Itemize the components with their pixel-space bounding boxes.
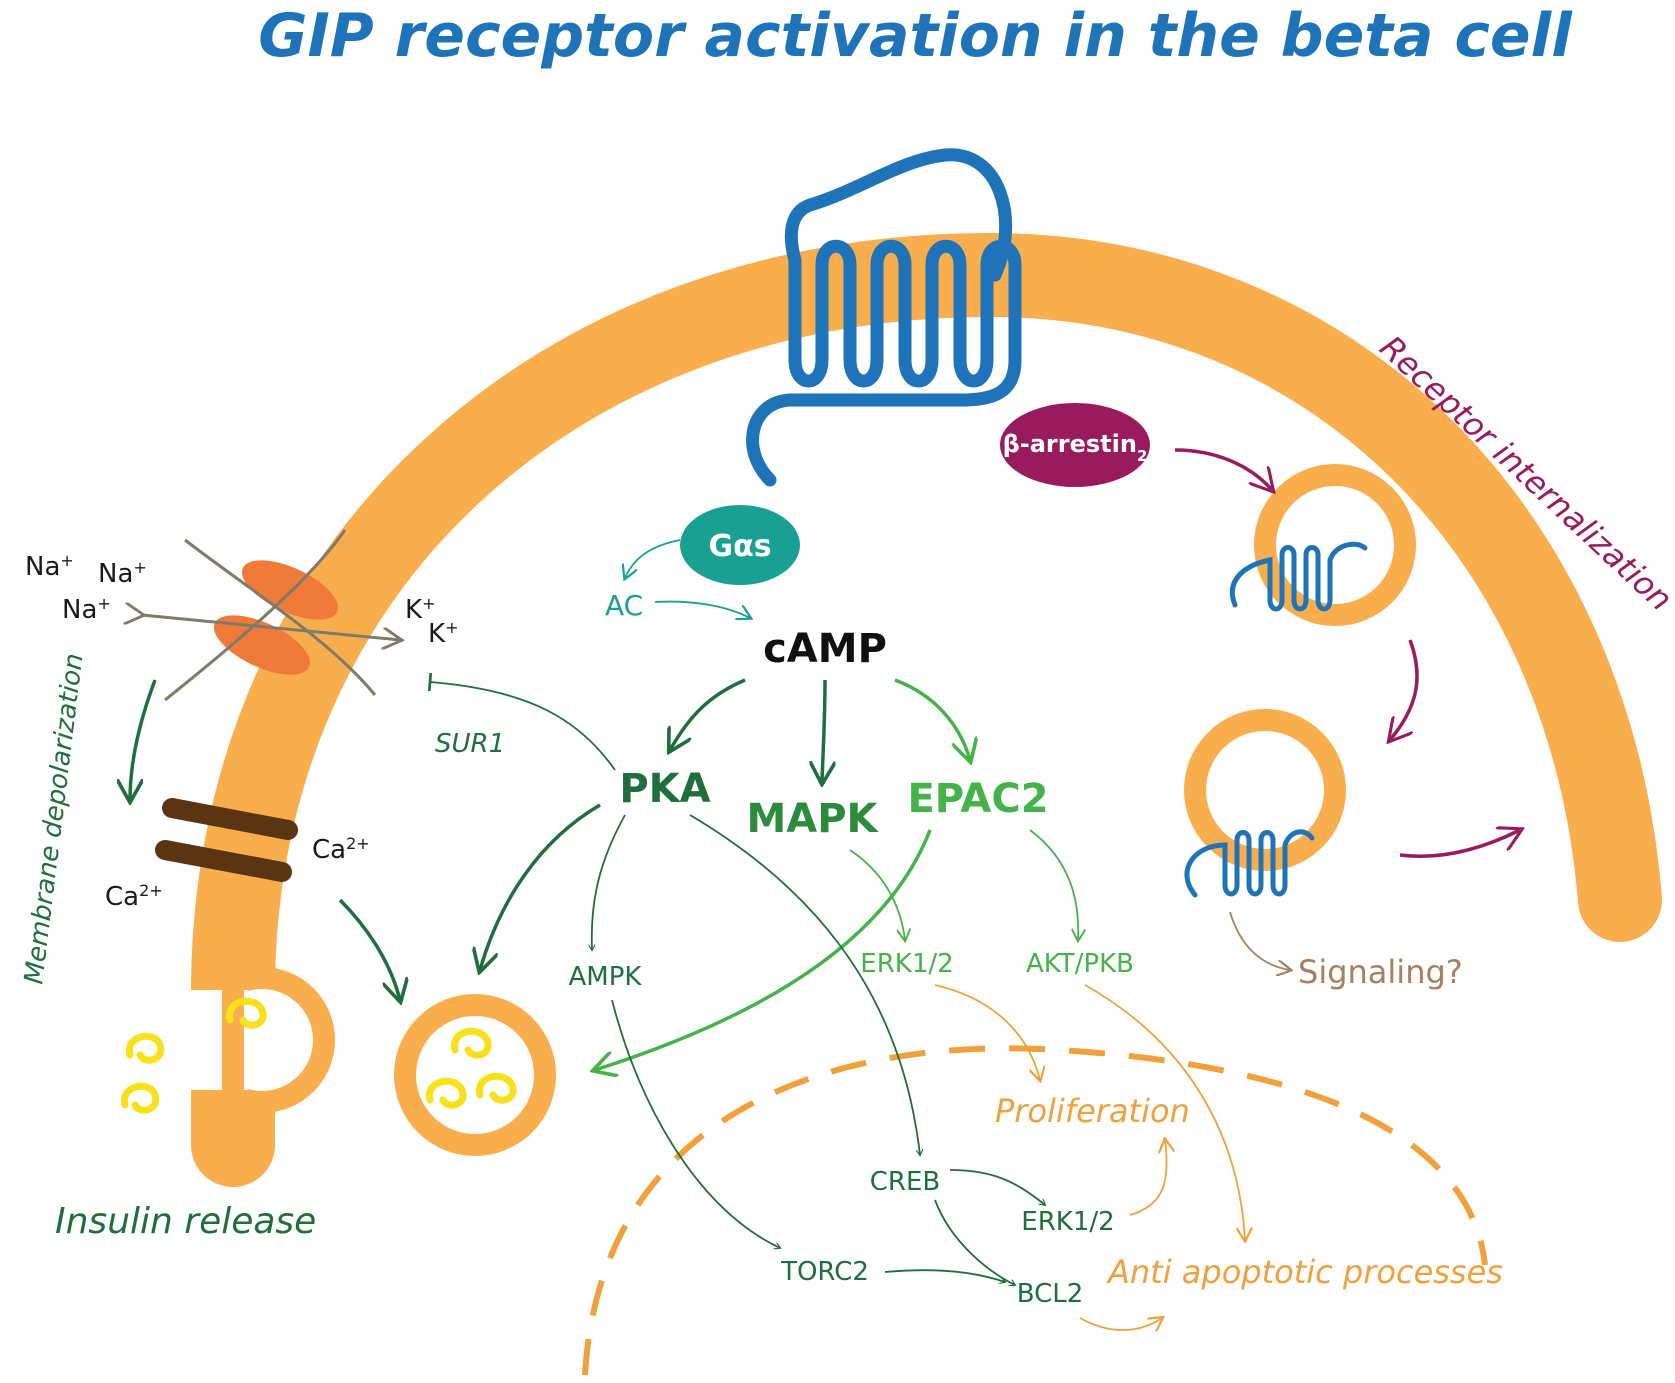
akt-pkb-label: AKT/PKB xyxy=(1026,949,1134,979)
beta-arrestin-protein xyxy=(1000,403,1150,487)
creb-to-erk12-arrow xyxy=(949,1169,1045,1205)
ca-ion-2: Ca2+ xyxy=(105,881,163,913)
insulin-release-label: Insulin release xyxy=(55,1201,316,1242)
ion-flow-arrows xyxy=(142,529,400,702)
creb-to-bcl2-arrow xyxy=(934,1199,1015,1285)
camp-to-pka-arrow xyxy=(670,678,746,750)
signaling-label: Signaling? xyxy=(1298,953,1463,991)
na-ion-1: Na+ xyxy=(25,551,74,583)
pka-label: PKA xyxy=(619,766,710,812)
epac2-label: EPAC2 xyxy=(907,776,1048,822)
proliferation-label: Proliferation xyxy=(995,1092,1190,1130)
nucleus-boundary xyxy=(582,1045,1488,1376)
ac-to-camp-arrow xyxy=(654,600,750,618)
insulin-granule-vesicle xyxy=(394,994,556,1156)
na-ion-3: Na+ xyxy=(62,594,111,626)
barrestin-to-vesicle-arrow xyxy=(1174,448,1272,490)
diagram-title: GIP receptor activation in the beta cell xyxy=(258,1,1573,71)
depolarization-arrow xyxy=(130,679,157,800)
insulin-granules xyxy=(121,997,517,1114)
erk12-top-label: ERK1/2 xyxy=(860,949,953,979)
erk12-nuclear-to-proliferation-arrow xyxy=(1129,1140,1167,1216)
gas-to-ac-arrow xyxy=(625,539,681,578)
calcium-channel xyxy=(155,798,298,882)
camp-to-mapk-arrow xyxy=(822,679,825,782)
membrane-depolarization-label: Membrane depolarization xyxy=(19,652,89,986)
ca-ion-1: Ca2+ xyxy=(312,834,370,866)
pka-inhibits-sur1 xyxy=(427,672,616,771)
gas-label: Gαs xyxy=(708,529,771,564)
pka-to-granule-arrow xyxy=(480,803,601,970)
camp-label: cAMP xyxy=(763,626,887,672)
pka-to-ampk-arrow xyxy=(592,814,626,950)
ampk-label: AMPK xyxy=(569,962,643,992)
torc2-label: TORC2 xyxy=(780,1257,869,1287)
beta-arrestin-label: β-arrestin2 xyxy=(1003,430,1148,465)
torc2-to-bcl2-arrow xyxy=(884,1269,1005,1282)
k-ion-2: K+ xyxy=(428,618,458,650)
bcl2-label: BCL2 xyxy=(1017,1279,1084,1309)
mapk-to-erk12-arrow xyxy=(849,849,905,940)
internalized-receptor-1 xyxy=(1230,541,1368,612)
epac2-to-granule-arrow xyxy=(595,829,932,1070)
bcl2-to-antiapoptotic-arrow xyxy=(1079,1318,1162,1330)
gas-protein xyxy=(680,505,800,585)
ion-labels: Na+ Na+ Na+ K+ K+ Ca2+ Ca2+ xyxy=(25,551,458,913)
vesicle2-recycling-arrow xyxy=(1399,830,1520,859)
k-ion-1: K+ xyxy=(405,594,435,626)
endocytic-vesicle-2 xyxy=(1184,709,1346,871)
akt-to-antiapoptotic-arrow xyxy=(1084,984,1245,1240)
mapk-label: MAPK xyxy=(746,796,879,842)
vesicle-to-signaling-arrow xyxy=(1229,911,1290,970)
na-ion-2: Na+ xyxy=(98,558,147,590)
erk12-to-proliferation-arrow xyxy=(934,984,1040,1080)
sur1-label: SUR1 xyxy=(435,729,505,759)
vesicle1-to-vesicle2-arrow xyxy=(1390,639,1419,740)
internalized-receptor-2 xyxy=(1184,829,1315,898)
creb-label: CREB xyxy=(870,1167,940,1197)
pka-to-creb-arrow xyxy=(689,814,920,1155)
camp-to-epac2-arrow xyxy=(894,678,970,760)
ca-to-granule-arrow xyxy=(338,898,400,1000)
epac2-to-akt-arrow xyxy=(1029,829,1078,940)
ac-label: AC xyxy=(605,589,643,622)
gip-receptor xyxy=(746,148,1022,487)
endocytic-vesicle-1 xyxy=(1254,464,1416,626)
anti-apoptotic-label: Anti apoptotic processes xyxy=(1106,1253,1503,1291)
ampk-to-torc2-arrow xyxy=(611,999,780,1248)
erk12-nuclear-label: ERK1/2 xyxy=(1021,1207,1114,1237)
